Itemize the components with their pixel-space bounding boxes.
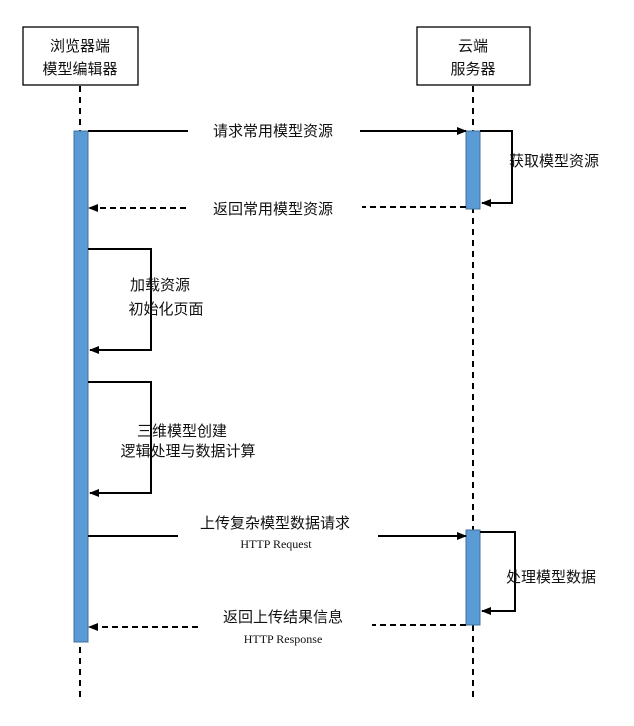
cloud-activation-bar-1 — [465, 130, 481, 210]
load-resources-line1: 加载资源 — [130, 276, 190, 294]
model-creation-line2: 逻辑处理与数据计算 — [120, 442, 255, 460]
upload-response-line1: 返回上传结果信息 — [223, 608, 343, 626]
upload-request-line1: 上传复杂模型数据请求 — [200, 514, 350, 532]
cloud-participant: 云端 服务器 — [416, 26, 531, 86]
process-data-self-call: 处理模型数据 — [480, 531, 596, 615]
browser-participant: 浏览器端 模型编辑器 — [22, 26, 139, 86]
process-data-label: 处理模型数据 — [506, 568, 596, 586]
request-common-label: 请求常用模型资源 — [213, 122, 333, 140]
browser-activation-bar — [73, 130, 89, 643]
load-resources-self-call: 加载资源 初始化页面 — [88, 248, 204, 354]
model-creation-self-call: 三维模型创建 逻辑处理与数据计算 — [88, 381, 256, 497]
upload-response-line2: HTTP Response — [244, 632, 323, 646]
browser-participant-line2: 模型编辑器 — [42, 60, 117, 78]
process-data-arrow — [480, 531, 516, 615]
return-common-label: 返回常用模型资源 — [213, 200, 333, 218]
upload-response-message: 返回上传结果信息 HTTP Response — [88, 608, 466, 646]
return-common-message: 返回常用模型资源 — [88, 200, 466, 218]
cloud-participant-line1: 云端 — [458, 37, 488, 55]
model-creation-line1: 三维模型创建 — [137, 422, 227, 440]
cloud-activation-bar-2 — [465, 529, 481, 626]
upload-request-message: 上传复杂模型数据请求 HTTP Request — [88, 514, 467, 551]
cloud-participant-box — [416, 26, 531, 86]
request-common-message: 请求常用模型资源 — [88, 122, 467, 140]
browser-participant-box — [22, 26, 139, 86]
get-resources-self-call: 获取模型资源 — [480, 130, 599, 207]
browser-participant-line1: 浏览器端 — [50, 37, 110, 55]
get-resources-label: 获取模型资源 — [509, 152, 599, 170]
cloud-participant-line2: 服务器 — [450, 60, 495, 78]
load-resources-arrow — [88, 248, 152, 354]
get-resources-arrow — [480, 130, 513, 207]
upload-request-line2: HTTP Request — [240, 537, 312, 551]
model-creation-arrow — [88, 381, 152, 497]
load-resources-line2: 初始化页面 — [128, 300, 203, 318]
